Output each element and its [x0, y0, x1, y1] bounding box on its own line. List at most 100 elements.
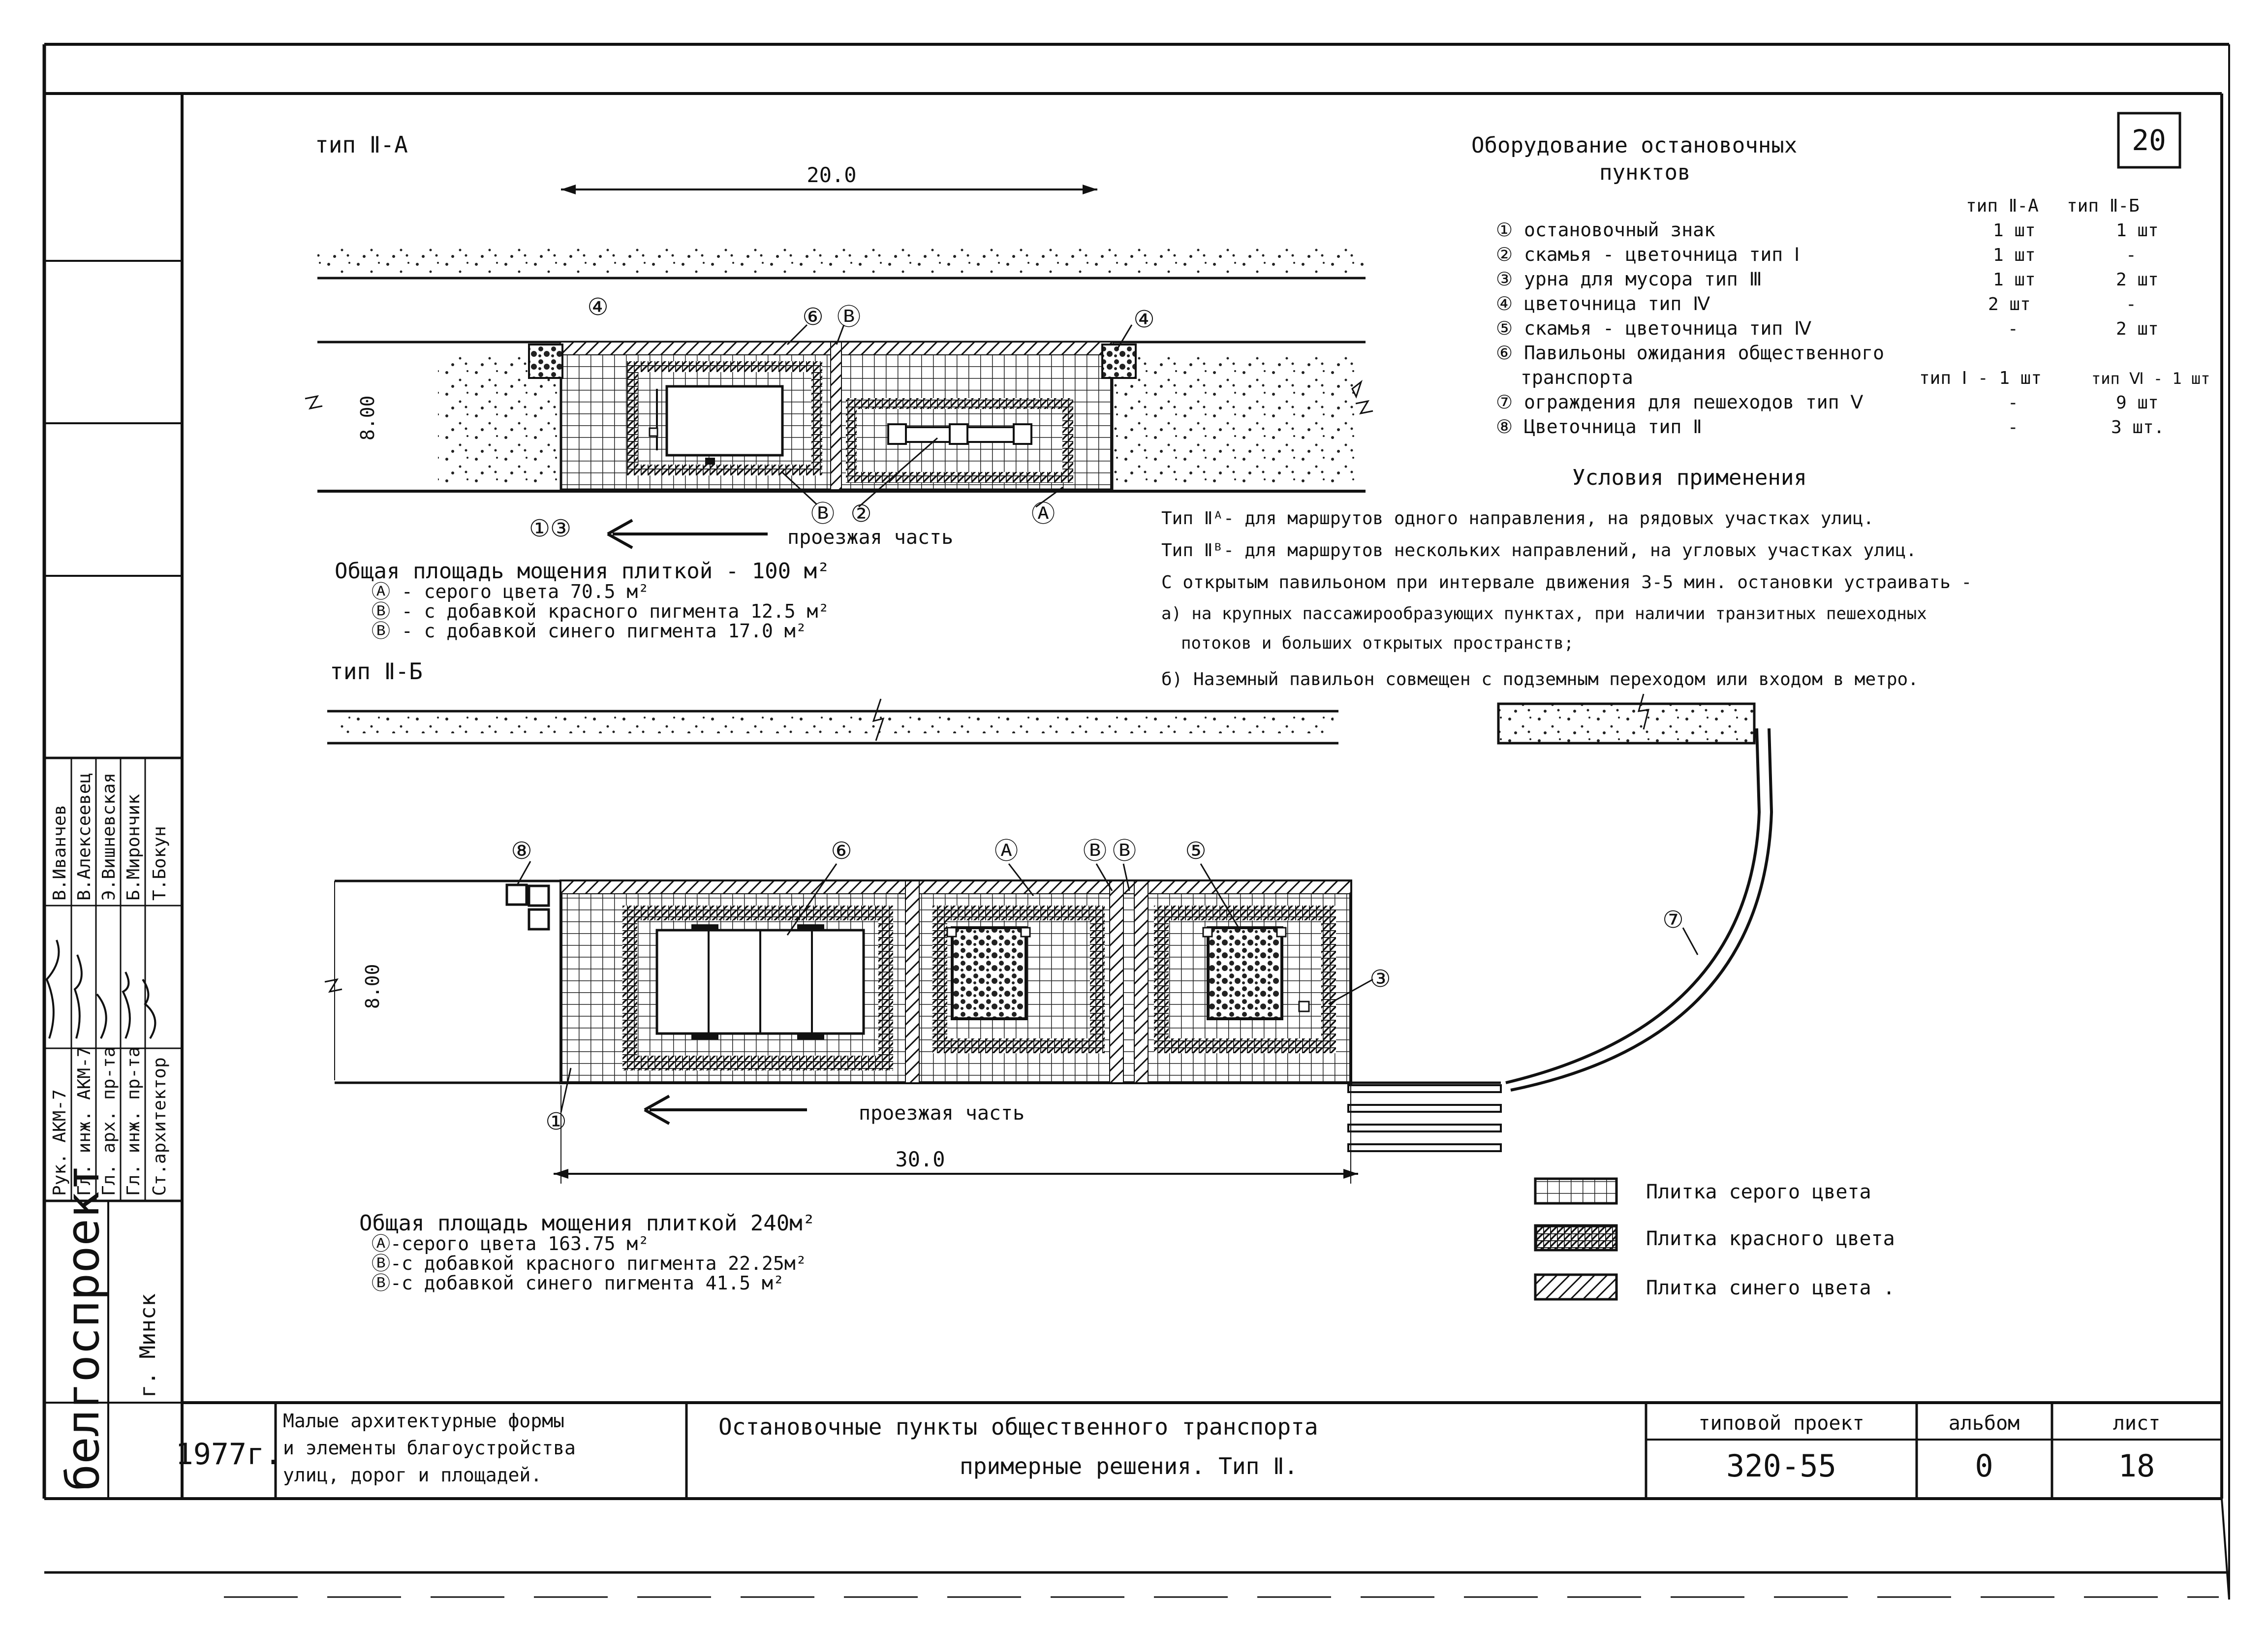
stamp-name-1: В.Иванчев: [50, 805, 70, 901]
plan-a-callout-a-bottom: Ⓐ: [1031, 500, 1055, 528]
legend-blue: Плитка синего цвета .: [1646, 1277, 1895, 1299]
equipment-col-b: тип Ⅱ-Б: [2067, 196, 2140, 216]
plan-a-site: [305, 246, 1373, 549]
title-block-grid: [182, 1401, 2222, 1499]
plan-b-width: 8.00: [362, 964, 383, 1009]
equipment-row-9-b: 3 шт.: [2111, 417, 2164, 438]
equipment-row-1-b: 1 шт: [2116, 220, 2159, 241]
equipment-row-3-b: 2 шт: [2116, 270, 2159, 290]
plan-b-area-item-1: Ⓐ-серого цвета 163.75 м²: [372, 1233, 649, 1255]
sheet-label: лист: [2113, 1412, 2160, 1435]
plan-b-title: тип Ⅱ-Б: [330, 658, 423, 685]
equipment-row-9-a: -: [2008, 417, 2019, 438]
plan-a-area-item-2: Ⓑ - с добавкой красного пигмента 12.5 м²: [372, 600, 829, 622]
plan-a-road-label: проезжая часть: [787, 526, 953, 549]
sheet-number: 20: [2132, 124, 2166, 157]
plan-b-callout-6: ⑥: [831, 837, 852, 865]
plan-b-area-title: Общая площадь мощения плиткой 240м²: [359, 1211, 815, 1236]
equipment-row-8-b: 9 шт: [2116, 393, 2159, 413]
equipment-row-2-b: -: [2126, 245, 2137, 265]
legend-red: Плитка красного цвета: [1646, 1227, 1895, 1250]
conditions-line-6: б) Наземный павильон совмещен с подземны…: [1161, 669, 1919, 690]
plan-a-callout-6: ⑥: [802, 303, 823, 331]
equipment-row-8-a: -: [2008, 393, 2019, 413]
plan-a-area-title: Общая площадь мощения плиткой - 100 м²: [335, 559, 830, 584]
plan-b-length: 30.0: [895, 1147, 945, 1171]
plan-a-callout-5: Ⓑ: [837, 303, 861, 331]
equipment-col-a: тип Ⅱ-А: [1966, 196, 2039, 216]
plan-a-callout-4-left: ④: [587, 293, 608, 321]
equipment-title-1: Оборудование остановочных: [1471, 133, 1797, 158]
equipment-row-2-a: 1 шт: [1993, 245, 2036, 265]
plan-a-callout-4-right: ④: [1133, 306, 1154, 333]
plan-b-callout-8: ⑧: [511, 837, 532, 865]
project-value: 320-55: [1726, 1448, 1836, 1484]
equipment-row-5-b: 2 шт: [2116, 319, 2159, 339]
sheet-frame: [42, 43, 2230, 1600]
equipment-row-1-label: ① остановочный знак: [1496, 219, 1715, 241]
plan-b-callout-b1: Ⓑ: [1083, 837, 1107, 865]
album-label: альбом: [1949, 1412, 2020, 1435]
plan-a-area-item-1: Ⓐ - серого цвета 70.5 м²: [372, 581, 649, 602]
conditions-line-5: потоков и больших открытых пространств;: [1181, 633, 1574, 653]
equipment-row-6-label: ⑥ Павильоны ожидания общественного: [1496, 342, 1884, 364]
conditions-title: Условия применения: [1572, 465, 1807, 490]
sheet-value: 18: [2118, 1448, 2155, 1484]
plan-a-area-item-3: Ⓑ - с добавкой синего пигмента 17.0 м²: [372, 620, 807, 642]
equipment-row-4-a: 2 шт: [1988, 294, 2031, 314]
stamp-name-3: Э.Вишневская: [99, 773, 119, 901]
legend-swatches: [1534, 1177, 1618, 1301]
stamp-name-2: В.Алексеевец: [74, 773, 94, 901]
plan-b-callout-5: ⑤: [1185, 837, 1206, 865]
equipment-row-3-a: 1 шт: [1993, 270, 2036, 290]
stamp-organization: белгоспроект: [57, 1164, 109, 1491]
equipment-row-7-label: транспорта: [1521, 367, 1633, 388]
drawing-title-1: Остановочные пункты общественного трансп…: [718, 1413, 1318, 1440]
plan-b-callout-1: ①: [545, 1108, 566, 1135]
drawing-title-2: примерные решения. Тип Ⅱ.: [960, 1453, 1298, 1479]
title-year: 1977г.: [176, 1437, 282, 1472]
stamp-name-4: Б.Мирончик: [124, 794, 144, 901]
equipment-row-4-b: -: [2126, 294, 2137, 314]
title-series-3: улиц, дорог и площадей.: [283, 1464, 542, 1486]
plan-a-callout-2-bottom: ②: [850, 500, 871, 528]
plan-b-callout-7: ⑦: [1662, 906, 1683, 934]
equipment-row-3-label: ③ урна для мусора тип Ⅲ: [1496, 268, 1762, 290]
stamp-role-3: Гл. арх. пр-та: [99, 1047, 119, 1196]
stamp-role-5: Ст.архитектор: [150, 1057, 170, 1196]
plan-a-width: 8.00: [357, 395, 378, 440]
title-series-1: Малые архитектурные формы: [283, 1410, 564, 1432]
plan-b-site: [324, 693, 1773, 1184]
equipment-row-4-label: ④ цветочница тип Ⅳ: [1496, 293, 1710, 314]
plan-b-callout-b2: Ⓑ: [1113, 837, 1136, 865]
conditions-line-3: С открытым павильоном при интервале движ…: [1161, 572, 1972, 593]
conditions-line-1: Тип Ⅱᴬ- для маршрутов одного направления…: [1161, 508, 1874, 529]
plan-a-title: тип Ⅱ-А: [315, 131, 408, 158]
plan-a-dimension-length: [561, 185, 1097, 194]
equipment-row-7-a: тип Ⅰ - 1 шт: [1919, 368, 2042, 388]
plan-a-length: 20.0: [807, 163, 856, 187]
legend-gray: Плитка серого цвета: [1646, 1181, 1871, 1203]
equipment-row-7-b: тип Ⅵ - 1 шт: [2091, 369, 2210, 388]
plan-b-callout-a: Ⓐ: [994, 837, 1018, 865]
equipment-row-2-label: ② скамья - цветочница тип Ⅰ: [1496, 244, 1800, 265]
plan-a-callout-b-bottom: Ⓑ: [811, 500, 835, 528]
sheet-number-box: [2117, 112, 2181, 169]
conditions-line-4: а) на крупных пассажирообразующих пункта…: [1161, 604, 1927, 624]
stamp-role-2: Гл. инж. АКМ-7: [74, 1047, 94, 1196]
plan-b-road-label: проезжая часть: [859, 1102, 1025, 1125]
equipment-row-5-label: ⑤ скамья - цветочница тип Ⅳ: [1496, 317, 1811, 339]
equipment-row-1-a: 1 шт: [1993, 220, 2036, 241]
left-stamp: [44, 260, 182, 1499]
stamp-city: г. Минск: [135, 1293, 160, 1398]
project-label: типовой проект: [1698, 1412, 1864, 1435]
equipment-row-8-label: ⑦ ограждения для пешеходов тип Ⅴ: [1496, 391, 1863, 413]
plan-b-area-item-3: Ⓑ-с добавкой синего пигмента 41.5 м²: [372, 1272, 784, 1294]
stamp-role-1: Рук. АКМ-7: [50, 1089, 70, 1196]
plan-a-markers-left: ①③: [529, 515, 571, 542]
plan-b-area-item-2: Ⓑ-с добавкой красного пигмента 22.25м²: [372, 1253, 807, 1274]
stamp-role-4: Гл. инж. пр-та: [124, 1047, 144, 1196]
conditions-line-2: Тип Ⅱᴮ- для маршрутов нескольких направл…: [1161, 540, 1917, 561]
